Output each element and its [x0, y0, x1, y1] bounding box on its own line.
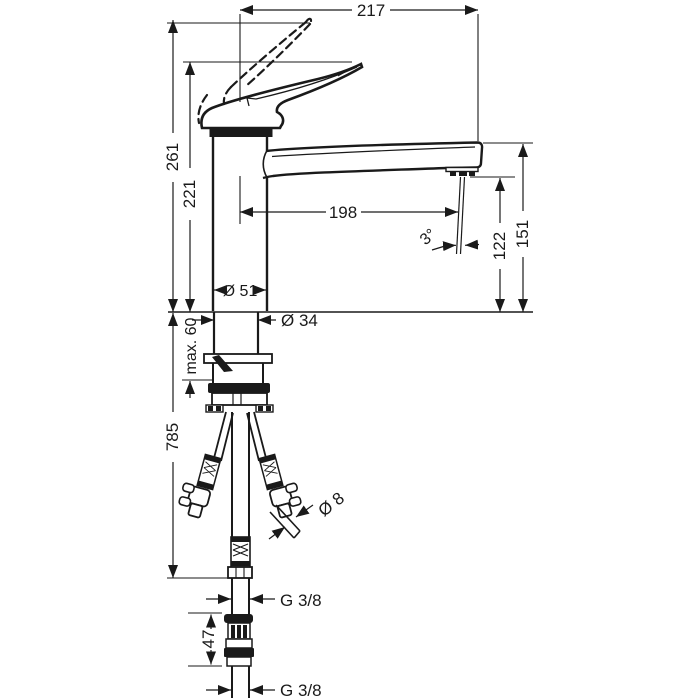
- faucet-outline: [168, 17, 533, 698]
- supply-pipe: [231, 412, 250, 698]
- hose-left: [178, 411, 234, 519]
- water-stream: [455, 176, 466, 255]
- dim-angle-label: 3°: [417, 226, 440, 249]
- handle-closed: [200, 62, 364, 130]
- dim-47-label: 47: [199, 630, 218, 649]
- spout-top-inner-line: [271, 146, 476, 158]
- hex-nut: [227, 566, 253, 579]
- mounting-assembly: [203, 312, 274, 413]
- dim-dia34-label: Ø 34: [281, 311, 318, 330]
- dim-dia51-label: Ø 51: [223, 283, 258, 300]
- fixing-bracket: [211, 392, 268, 406]
- dim-785-label: 785: [163, 423, 182, 451]
- marking-wedge: [212, 355, 233, 372]
- dim-g38-top-label: G 3/8: [280, 591, 322, 610]
- dim-217-label: 217: [357, 1, 385, 20]
- spout-root-curve: [262, 150, 268, 178]
- hose-right: [246, 411, 302, 539]
- dim-221-label: 221: [180, 180, 199, 208]
- seal-ring: [208, 383, 270, 393]
- fixing-foot-right: [255, 404, 274, 413]
- dim-dia8-label: Ø 8: [315, 488, 348, 520]
- faucet-body: [211, 137, 269, 311]
- dim-122-label: 122: [490, 232, 509, 260]
- fixing-foot-left: [205, 404, 224, 413]
- handle-raised-dashed: [197, 17, 313, 125]
- central-braid: [227, 536, 253, 579]
- dim-dia-8: [268, 504, 314, 540]
- check-valve-connector: [224, 614, 254, 667]
- copper-tube: [269, 504, 301, 539]
- dim-261-label: 261: [163, 143, 182, 171]
- handle-tip-detail: [337, 70, 348, 77]
- dim-angle-3deg: [431, 239, 480, 252]
- aerator: [445, 166, 479, 176]
- dim-max60-label: max. 60: [183, 317, 200, 374]
- dim-151-label: 151: [513, 220, 532, 248]
- dim-g38-bottom-label: G 3/8: [280, 681, 322, 700]
- escutcheon-plate: [203, 353, 273, 364]
- spout: [262, 141, 484, 180]
- dim-198-label: 198: [329, 203, 357, 222]
- cartridge-ring: [209, 129, 273, 137]
- extension-lines: [167, 14, 533, 667]
